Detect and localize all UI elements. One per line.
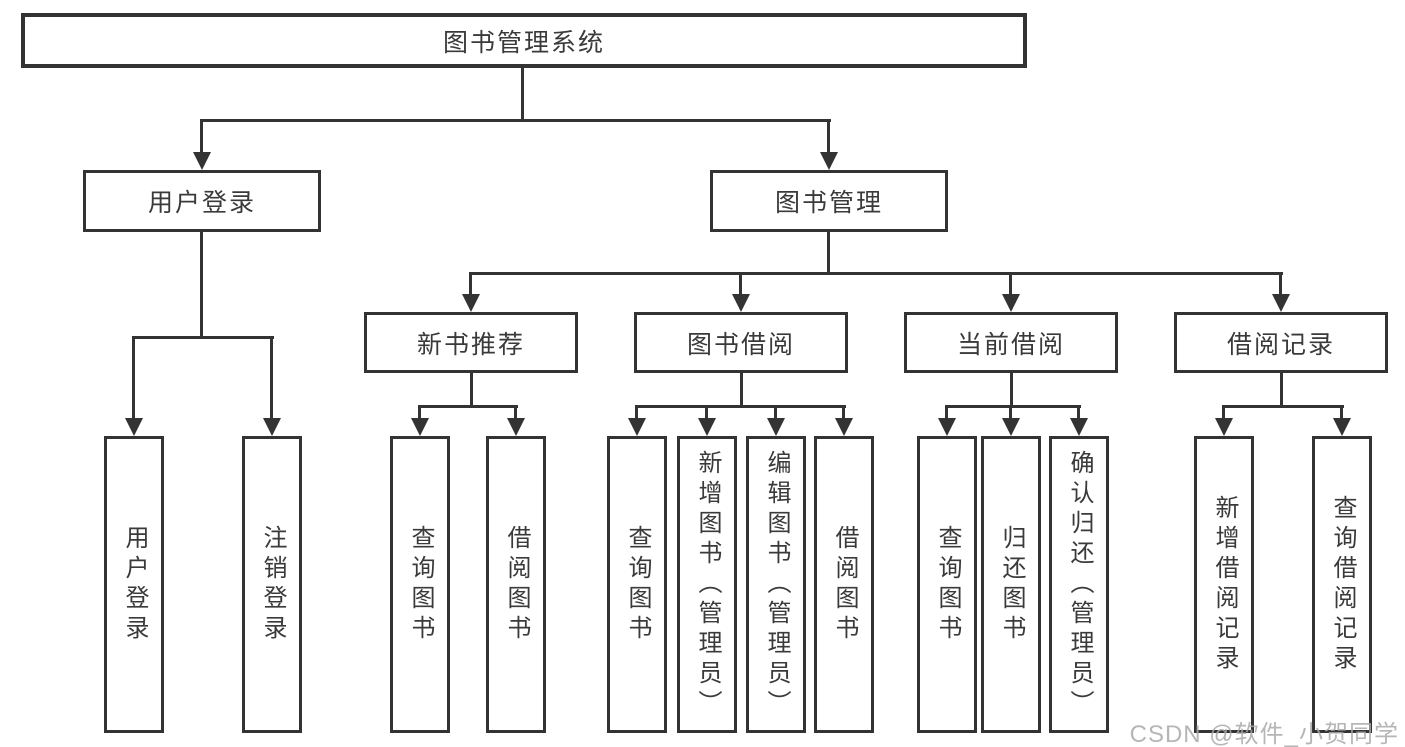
leaf-current-query-label: 查询图书 xyxy=(934,524,961,645)
connector-branch-user-login xyxy=(133,336,274,339)
node-borrowing-records-label: 借阅记录 xyxy=(1226,330,1335,359)
leaf-record-query-label: 查询借阅记录 xyxy=(1329,494,1356,675)
leaf-borrow-add-book: 新增图书（管理员） xyxy=(677,436,737,733)
leaf-current-return: 归还图书 xyxy=(981,436,1041,733)
leaf-logout-label: 注销登录 xyxy=(259,524,286,645)
arrow-to-book-management xyxy=(827,119,830,152)
node-book-management-label: 图书管理 xyxy=(774,189,883,217)
node-new-book-recommend-label: 新书推荐 xyxy=(416,330,525,359)
connector-branch-new-book xyxy=(419,405,518,408)
leaf-borrow-borrow-book-label: 借阅图书 xyxy=(831,524,858,645)
arrow-to-record-query xyxy=(1340,405,1343,418)
arrow-to-record-add xyxy=(1222,405,1225,418)
arrow-to-leaf-logout xyxy=(270,336,273,418)
connector-stem-book-borrowing xyxy=(740,373,743,408)
arrow-to-book-borrowing xyxy=(739,272,742,294)
arrow-to-newbook-borrow xyxy=(514,405,517,418)
leaf-current-confirm-return: 确认归还（管理员） xyxy=(1049,436,1109,733)
connector-stem-borrowing-records xyxy=(1280,373,1283,408)
leaf-user-login-label: 用户登录 xyxy=(121,524,148,645)
node-new-book-recommend: 新书推荐 xyxy=(364,312,578,373)
node-root-label: 图书管理系统 xyxy=(442,28,605,57)
connector-stem-new-book xyxy=(470,373,473,408)
leaf-borrow-borrow-book: 借阅图书 xyxy=(814,436,874,733)
node-current-borrowing: 当前借阅 xyxy=(904,312,1118,373)
leaf-newbook-borrow: 借阅图书 xyxy=(486,436,546,733)
leaf-record-add-label: 新增借阅记录 xyxy=(1211,494,1238,675)
connector-stem-root xyxy=(521,68,524,119)
leaf-borrow-query: 查询图书 xyxy=(607,436,667,733)
connector-stem-user-login xyxy=(200,232,203,339)
node-borrowing-records: 借阅记录 xyxy=(1174,312,1388,373)
leaf-newbook-query-label: 查询图书 xyxy=(407,524,434,645)
arrow-to-borrow-query xyxy=(635,405,638,418)
leaf-user-login: 用户登录 xyxy=(104,436,164,733)
connector-branch-book-management xyxy=(470,272,1283,275)
node-user-login: 用户登录 xyxy=(83,170,321,232)
csdn-watermark: CSDN @软件_小贺同学 xyxy=(1129,721,1399,747)
arrow-to-user-login xyxy=(200,119,203,152)
leaf-logout: 注销登录 xyxy=(242,436,302,733)
connector-stem-current-borrowing xyxy=(1010,373,1013,408)
leaf-record-query: 查询借阅记录 xyxy=(1312,436,1372,733)
node-root: 图书管理系统 xyxy=(21,13,1027,68)
leaf-newbook-borrow-label: 借阅图书 xyxy=(503,524,530,645)
arrow-to-current-confirm xyxy=(1077,405,1080,418)
leaf-record-add: 新增借阅记录 xyxy=(1194,436,1254,733)
leaf-newbook-query: 查询图书 xyxy=(390,436,450,733)
arrow-to-current-return xyxy=(1009,405,1012,418)
leaf-current-return-label: 归还图书 xyxy=(998,524,1025,645)
leaf-borrow-add-book-label: 新增图书（管理员） xyxy=(694,449,721,720)
leaf-current-confirm-return-label: 确认归还（管理员） xyxy=(1066,449,1093,720)
node-current-borrowing-label: 当前借阅 xyxy=(956,330,1065,359)
node-book-borrowing-label: 图书借阅 xyxy=(686,330,795,359)
arrow-to-new-book-recommend xyxy=(469,272,472,294)
leaf-borrow-edit-book: 编辑图书（管理员） xyxy=(746,436,806,733)
arrow-to-borrowing-records xyxy=(1279,272,1282,294)
leaf-current-query: 查询图书 xyxy=(917,436,977,733)
arrow-to-newbook-query xyxy=(418,405,421,418)
connector-branch-book-borrowing xyxy=(636,405,846,408)
arrow-to-borrow-edit xyxy=(774,405,777,418)
node-book-borrowing: 图书借阅 xyxy=(634,312,848,373)
arrow-to-borrow-borrow xyxy=(842,405,845,418)
arrow-to-current-borrowing xyxy=(1009,272,1012,294)
connector-stem-book-management xyxy=(827,232,830,275)
arrow-to-borrow-add xyxy=(705,405,708,418)
node-user-login-label: 用户登录 xyxy=(147,189,256,217)
connector-branch-root xyxy=(201,119,831,122)
connector-branch-current-borrowing xyxy=(946,405,1081,408)
arrow-to-current-query xyxy=(945,405,948,418)
connector-branch-borrowing-records xyxy=(1223,405,1344,408)
arrow-to-leaf-user-login xyxy=(132,336,135,418)
leaf-borrow-query-label: 查询图书 xyxy=(624,524,651,645)
node-book-management: 图书管理 xyxy=(710,170,948,232)
leaf-borrow-edit-book-label: 编辑图书（管理员） xyxy=(763,449,790,720)
